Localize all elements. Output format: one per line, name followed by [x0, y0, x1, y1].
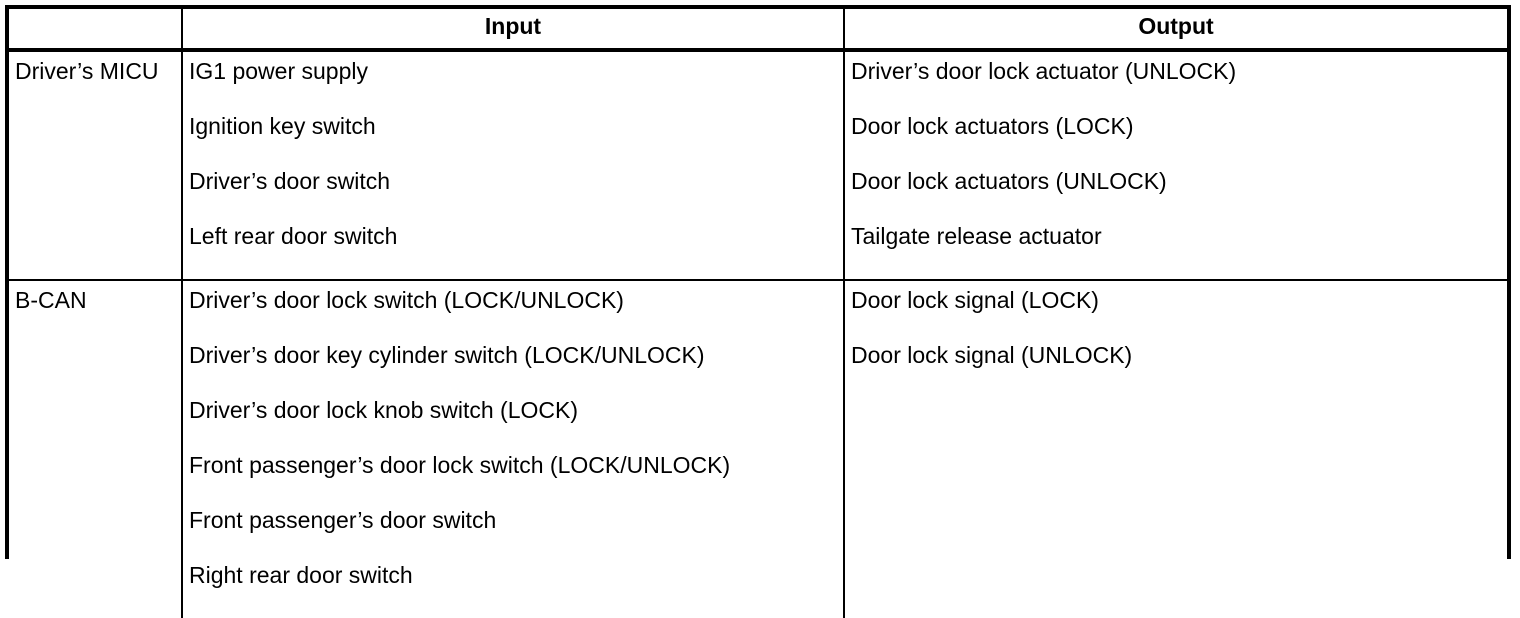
list-item: Driver’s door switch [189, 168, 391, 194]
output-list-bcan: Door lock signal (LOCK) Door lock signal… [845, 281, 1507, 409]
list-item: Left rear door switch [189, 223, 398, 249]
header-cell-system [9, 9, 183, 52]
io-table-container: Input Output Driver’s MICU IG1 power sup… [5, 5, 1511, 618]
output-list-micu: Driver’s door lock actuator (UNLOCK) Doo… [845, 52, 1507, 279]
table-header: Input Output [9, 9, 1507, 52]
input-list-micu: IG1 power supply Ignition key switch Dri… [183, 52, 843, 279]
system-label: B-CAN [15, 287, 87, 313]
list-item: Driver’s door lock actuator (UNLOCK) [851, 58, 1237, 84]
list-item: Driver’s door lock switch (LOCK/UNLOCK) [189, 287, 624, 313]
list-item: Door lock signal (LOCK) [851, 287, 1099, 313]
list-item: Driver’s door lock knob switch (LOCK) [189, 397, 578, 423]
input-output-table: Input Output Driver’s MICU IG1 power sup… [9, 9, 1507, 618]
system-label: Driver’s MICU [15, 58, 159, 84]
table-body: Driver’s MICU IG1 power supply Ignition … [9, 50, 1507, 618]
list-item: Door lock actuators (UNLOCK) [851, 168, 1167, 194]
header-cell-output: Output [844, 9, 1507, 52]
system-cell-bcan: B-CAN [9, 280, 183, 618]
list-item: Door lock signal (UNLOCK) [851, 342, 1133, 368]
list-item: IG1 power supply [189, 58, 368, 84]
output-cell-micu: Driver’s door lock actuator (UNLOCK) Doo… [844, 50, 1507, 281]
table-row: B-CAN Driver’s door lock switch (LOCK/UN… [9, 280, 1507, 618]
list-item: Front passenger’s door switch [189, 507, 497, 533]
system-cell-micu: Driver’s MICU [9, 50, 183, 281]
input-cell-micu: IG1 power supply Ignition key switch Dri… [182, 50, 845, 281]
list-item: Door lock actuators (LOCK) [851, 113, 1134, 139]
input-list-bcan: Driver’s door lock switch (LOCK/UNLOCK) … [183, 281, 843, 618]
list-item: Ignition key switch [189, 113, 376, 139]
list-item: Front passenger’s door lock switch (LOCK… [189, 452, 731, 478]
list-item: Driver’s door key cylinder switch (LOCK/… [189, 342, 705, 368]
output-cell-bcan: Door lock signal (LOCK) Door lock signal… [844, 280, 1507, 618]
input-cell-bcan: Driver’s door lock switch (LOCK/UNLOCK) … [182, 280, 845, 618]
header-row: Input Output [9, 9, 1507, 52]
table-row: Driver’s MICU IG1 power supply Ignition … [9, 50, 1507, 281]
list-item: Right rear door switch [189, 562, 413, 588]
header-cell-input: Input [182, 9, 845, 52]
list-item: Tailgate release actuator [851, 223, 1102, 249]
